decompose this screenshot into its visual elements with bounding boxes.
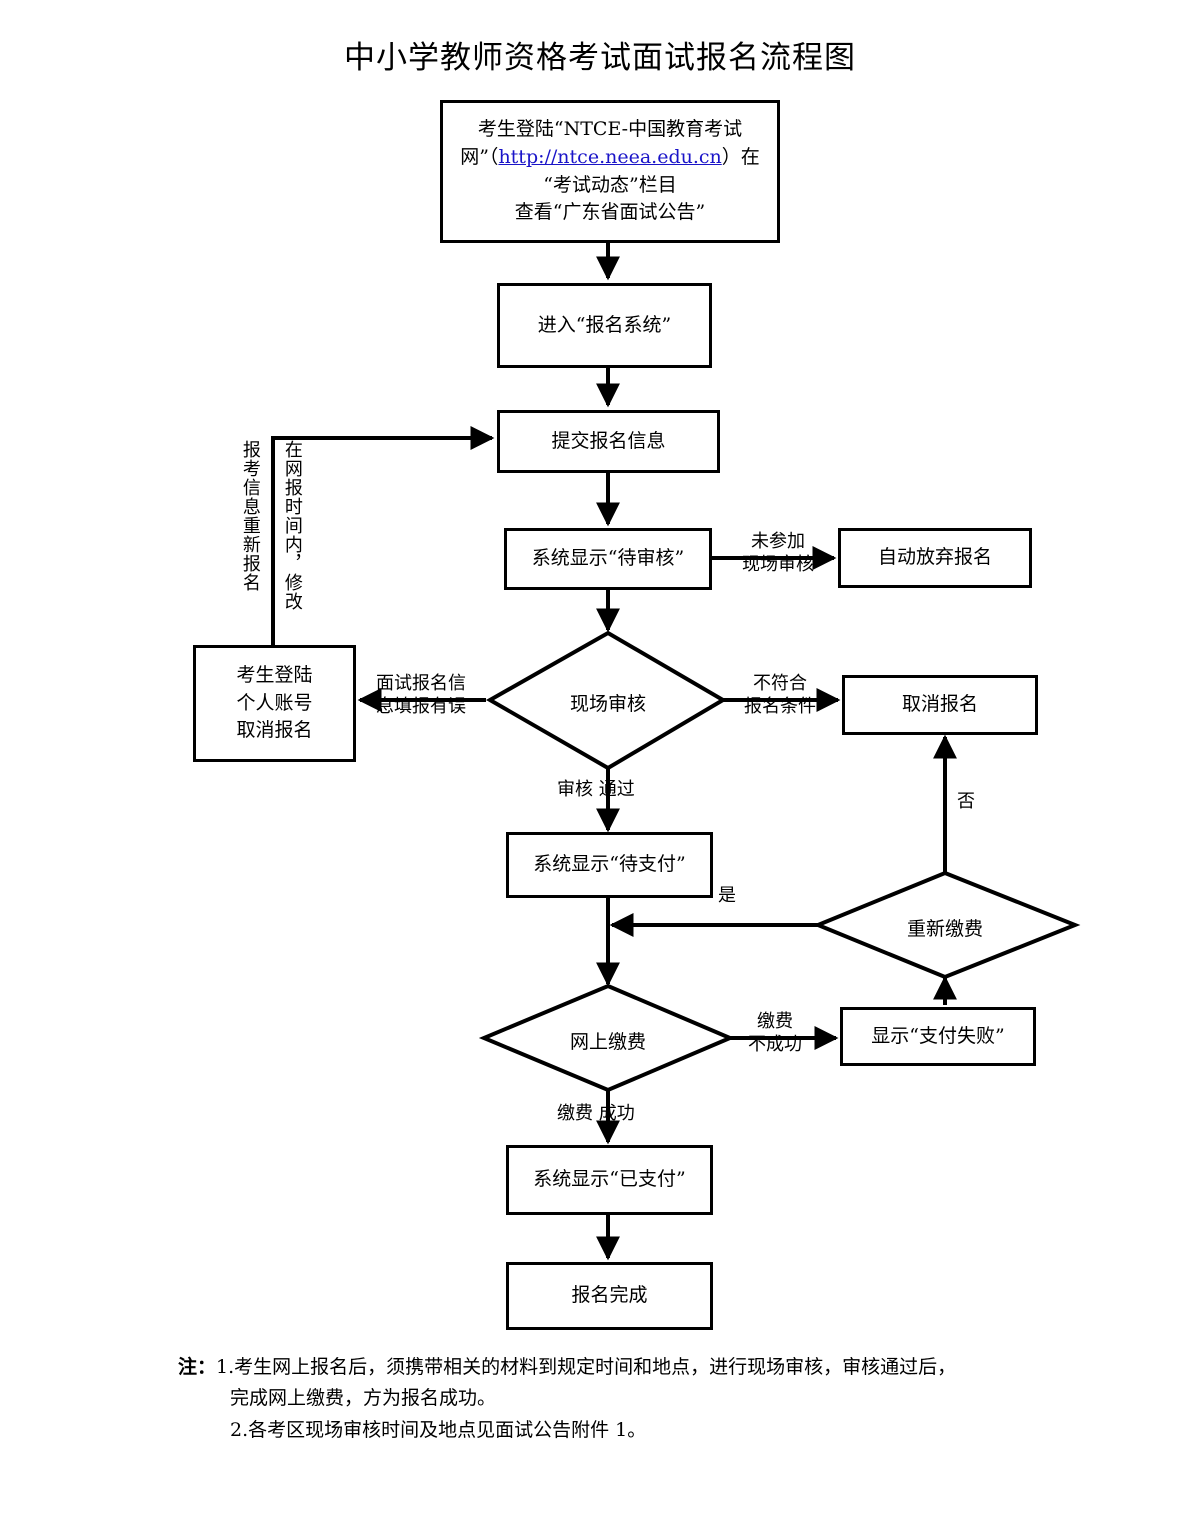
diamond-online-pay — [478, 983, 736, 1093]
edge-label-review-passed: 审核 通过 — [557, 779, 635, 800]
notes-item1-line2: 完成网上缴费，方为报名成功。 — [230, 1387, 497, 1410]
cancel-registration-label: 取消报名 — [901, 693, 978, 716]
notes-item2: 2.各考区现场审核时间及地点见面试公告附件 1。 — [230, 1418, 647, 1441]
login-line2-pre: 网”（ — [460, 145, 499, 168]
diamond-repay — [812, 870, 1081, 980]
notes-block: 注： 1.考生网上报名后，须携带相关的材料到规定时间和地点，进行现场审核，审核通… — [178, 1352, 1078, 1446]
node-pay-failed[interactable]: 显示“支付失败” — [840, 1007, 1036, 1066]
node-cancel-by-self[interactable]: 考生登陆 个人账号 取消报名 — [193, 645, 356, 762]
node-status-pending-pay[interactable]: 系统显示“待支付” — [506, 832, 713, 898]
edge-selfcancel-to-submit — [271, 426, 495, 645]
edge-label-not-attend-review: 未参加 现场审核 — [742, 531, 814, 576]
done-label: 报名完成 — [571, 1284, 648, 1307]
ntce-url-link[interactable]: http://ntce.neea.edu.cn — [498, 145, 722, 168]
login-line3: “考试动态”栏目 — [543, 173, 677, 196]
edge-label-pay-success: 缴费 成功 — [557, 1103, 635, 1124]
edge-label-repay-no: 否 — [957, 791, 975, 812]
vertical-label-modify: 在网报时间内，修改 — [281, 440, 303, 611]
diamond-onsite-review-label: 现场审核 — [569, 693, 646, 715]
node-done[interactable]: 报名完成 — [506, 1262, 713, 1330]
node-submit-info[interactable]: 提交报名信息 — [497, 410, 720, 473]
diamond-online-pay-label: 网上缴费 — [569, 1031, 646, 1053]
login-line1: 考生登陆“NTCE-中国教育考试 — [477, 118, 743, 141]
status-paid-label: 系统显示“已支付” — [533, 1168, 686, 1191]
login-line4: 查看“广东省面试公告” — [514, 201, 706, 224]
auto-give-up-label: 自动放弃报名 — [877, 546, 992, 569]
node-enter-system[interactable]: 进入“报名系统” — [497, 283, 712, 368]
edge-label-repay-yes: 是 — [718, 885, 736, 906]
status-pending-pay-label: 系统显示“待支付” — [533, 853, 686, 876]
edge-label-not-meet-conditions: 不符合 报名条件 — [744, 673, 816, 718]
diamond-repay-label: 重新缴费 — [906, 918, 983, 940]
notes-lead: 注： — [178, 1356, 217, 1378]
pay-failed-label: 显示“支付失败” — [871, 1024, 1005, 1047]
node-login-site[interactable]: 考生登陆“NTCE-中国教育考试 网”（http://ntce.neea.edu… — [440, 100, 780, 243]
status-pending-review-label: 系统显示“待审核” — [531, 547, 685, 570]
page-title: 中小学教师资格考试面试报名流程图 — [344, 40, 856, 76]
diamond-onsite-review — [485, 630, 727, 771]
cancel-by-self-label: 考生登陆 个人账号 取消报名 — [236, 664, 313, 742]
edge-label-pay-failed: 缴费 不成功 — [748, 1011, 802, 1056]
enter-system-label: 进入“报名系统” — [537, 313, 672, 336]
login-line2-post: ）在 — [721, 145, 760, 168]
vertical-label-reapply: 报考信息重新报名 — [239, 440, 261, 592]
node-auto-give-up[interactable]: 自动放弃报名 — [838, 528, 1032, 588]
node-cancel-registration[interactable]: 取消报名 — [842, 675, 1038, 735]
node-status-paid[interactable]: 系统显示“已支付” — [506, 1145, 713, 1215]
node-status-pending-review[interactable]: 系统显示“待审核” — [504, 528, 712, 590]
notes-item1-line1: 1.考生网上报名后，须携带相关的材料到规定时间和地点，进行现场审核，审核通过后， — [216, 1356, 957, 1378]
submit-info-label: 提交报名信息 — [551, 429, 666, 452]
edge-label-info-error: 面试报名信 息填报有误 — [376, 673, 466, 718]
